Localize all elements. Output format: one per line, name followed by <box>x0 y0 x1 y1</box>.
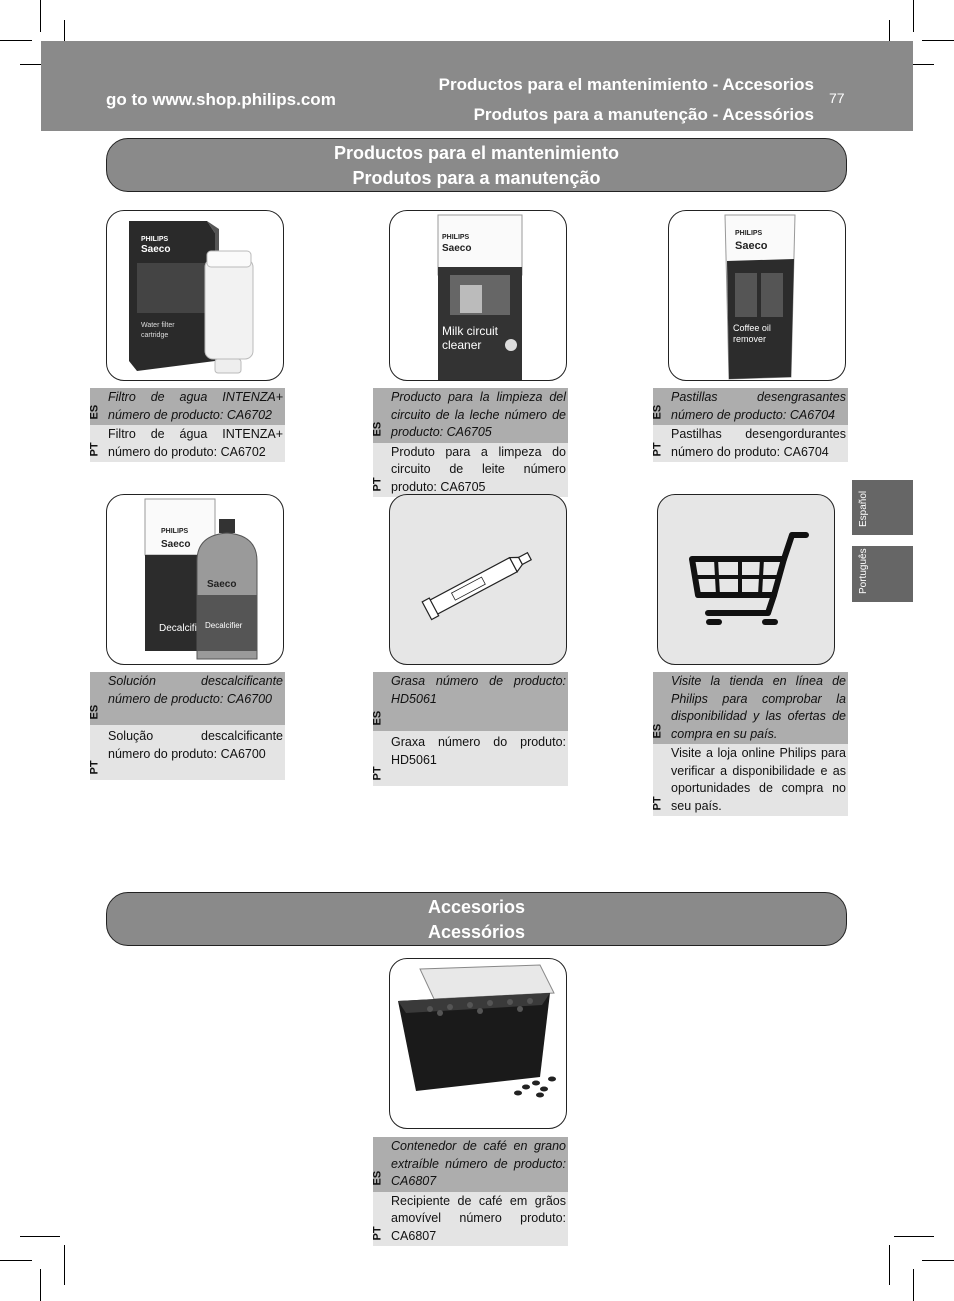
grease-tube-image <box>389 494 567 665</box>
header-title-pt: Produtos para a manutenção - Acessórios <box>473 105 814 124</box>
crop-mark <box>64 1245 65 1285</box>
svg-text:cartridge: cartridge <box>141 332 168 339</box>
caption-es: Contenedor de café en grano extraíble nú… <box>391 1139 566 1188</box>
svg-text:Saeco: Saeco <box>442 243 471 254</box>
page-number: 77 <box>829 90 845 106</box>
caption-pt: Visite a loja online Philips para verifi… <box>671 746 846 813</box>
caption-es: Producto para la limpieza del circuito d… <box>391 390 566 439</box>
side-tab-espanol[interactable]: Español <box>852 480 913 535</box>
crop-mark <box>894 1236 934 1237</box>
svg-text:Milk circuit: Milk circuit <box>442 324 499 338</box>
crop-mark <box>40 1269 41 1301</box>
svg-text:Decalcifier: Decalcifier <box>205 621 243 630</box>
crop-mark <box>20 1236 60 1237</box>
coffee-oil-remover-image: PHILIPS Saeco Coffee oil remover <box>668 210 846 381</box>
shop-url: go to www.shop.philips.com <box>106 90 336 109</box>
svg-text:Coffee oil: Coffee oil <box>733 323 771 333</box>
crop-mark <box>0 1260 32 1261</box>
side-tab-portugues[interactable]: Português <box>852 546 913 602</box>
box-sub: Saeco <box>141 244 170 255</box>
water-filter-image: PHILIPS Saeco Water filter cartridge <box>106 210 284 381</box>
caption-pt: Solução descalcificante número do produt… <box>108 729 283 761</box>
svg-text:remover: remover <box>733 334 766 344</box>
caption-pt: Produto para a limpeza do circuito de le… <box>391 444 566 494</box>
crop-mark <box>913 0 914 32</box>
crop-mark <box>922 1260 954 1261</box>
shopping-cart-image[interactable] <box>657 494 835 665</box>
caption-es: Filtro de agua INTENZA+ número de produc… <box>108 390 283 422</box>
page-header: go to www.shop.philips.com Productos par… <box>41 41 913 131</box>
crop-mark <box>0 40 32 41</box>
crop-mark <box>894 64 934 65</box>
crop-mark <box>922 40 954 41</box>
svg-text:PHILIPS: PHILIPS <box>161 528 189 535</box>
svg-text:PHILIPS: PHILIPS <box>735 230 763 237</box>
shopping-cart-icon <box>689 532 809 625</box>
svg-text:Saeco: Saeco <box>207 579 236 590</box>
crop-mark <box>64 20 65 60</box>
crop-mark <box>20 64 60 65</box>
crop-mark <box>889 20 890 60</box>
svg-text:Saeco: Saeco <box>161 539 190 550</box>
svg-text:PHILIPS: PHILIPS <box>442 234 470 241</box>
svg-text:Saeco: Saeco <box>735 240 768 252</box>
crop-mark <box>889 1245 890 1285</box>
milk-cleaner-image: PHILIPS Saeco Milk circuit cleaner <box>389 210 567 381</box>
caption-es: Visite la tienda en línea de Philips par… <box>671 674 846 741</box>
crop-mark <box>913 1269 914 1301</box>
svg-text:cleaner: cleaner <box>442 338 481 352</box>
caption-pt: Filtro de água INTENZA+ número do produt… <box>108 427 283 459</box>
caption-es: Solución descalcificante número de produ… <box>108 674 283 706</box>
svg-text:Water filter: Water filter <box>141 322 175 329</box>
caption-pt: Graxa número do produto: HD5061 <box>391 735 566 767</box>
svg-text:Decalcifier: Decalcifier <box>159 623 206 634</box>
caption-pt: Recipiente de café em grãos amovível núm… <box>391 1193 566 1243</box>
bean-container-image <box>389 958 567 1129</box>
caption-es: Pastillas desengrasantes número de produ… <box>671 390 846 422</box>
caption-pt: Pastilhas desengordurantes número do pro… <box>671 427 846 459</box>
caption-es: Grasa número de producto: HD5061 <box>391 674 566 706</box>
section-banner-maintenance: Productos para el mantenimiento Produtos… <box>106 138 847 192</box>
header-title-es: Productos para el mantenimiento - Acceso… <box>438 75 814 94</box>
section-banner-accessories: Accesorios Acessórios <box>106 892 847 946</box>
crop-mark <box>40 0 41 32</box>
box-brand: PHILIPS <box>141 236 169 243</box>
decalcifier-image: PHILIPS Saeco Decalcifier Saeco Decalcif… <box>106 494 284 665</box>
